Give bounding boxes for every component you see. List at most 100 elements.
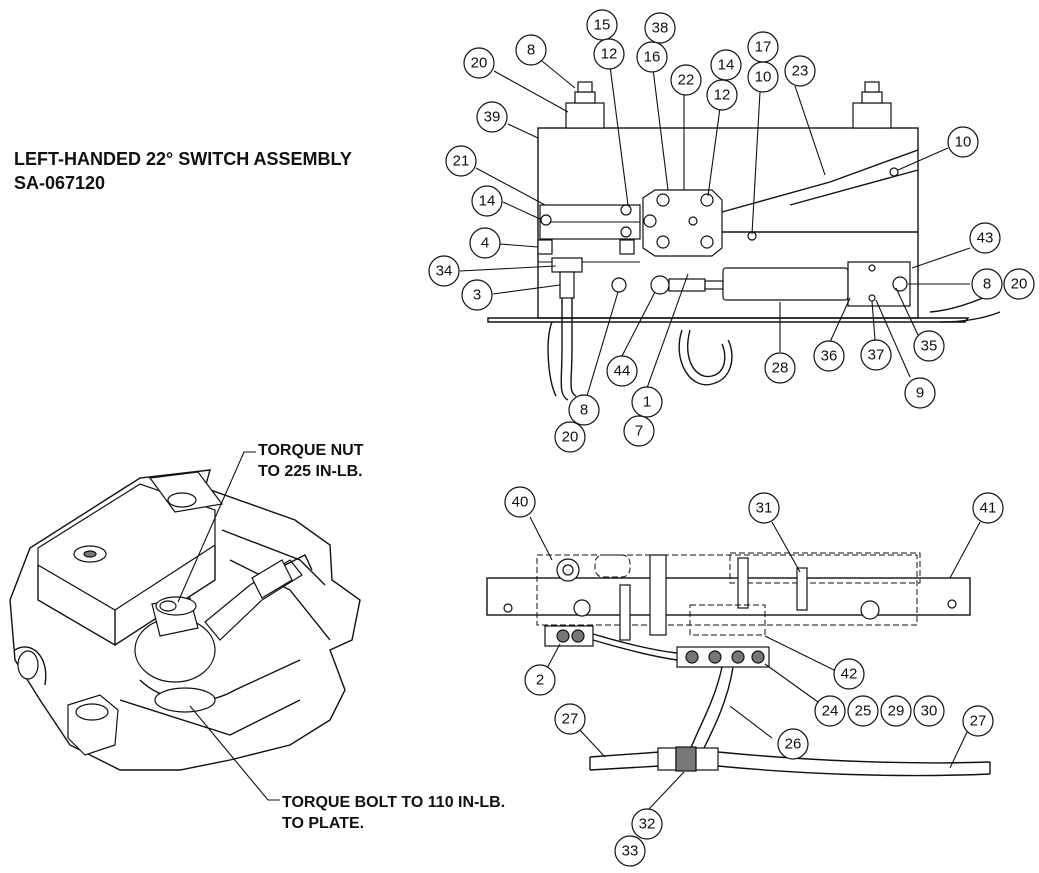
valve-port-3 xyxy=(731,650,745,664)
svg-text:1: 1 xyxy=(643,394,651,411)
top-nut-left xyxy=(574,91,596,104)
callout-10: 10 xyxy=(747,61,779,93)
callout-12: 12 xyxy=(593,38,625,70)
svg-text:20: 20 xyxy=(1011,276,1028,293)
mount-view-leaders xyxy=(529,516,981,811)
svg-text:31: 31 xyxy=(756,500,773,517)
svg-text:21: 21 xyxy=(453,153,470,170)
rod-end-44 xyxy=(650,275,670,295)
air-line-2 xyxy=(592,633,678,654)
callout-17: 17 xyxy=(747,31,779,63)
plate-bolt-2 xyxy=(860,600,880,620)
callout-43: 43 xyxy=(969,222,1001,254)
coupler-right xyxy=(695,747,719,771)
callout-12b: 12 xyxy=(706,79,738,111)
callout-34: 34 xyxy=(428,255,460,287)
callout-38: 38 xyxy=(644,12,676,44)
callout-14: 14 xyxy=(710,49,742,81)
coupler-nut xyxy=(675,746,697,772)
drawing-title: LEFT-HANDED 22° SWITCH ASSEMBLY SA-06712… xyxy=(14,147,352,195)
svg-text:2: 2 xyxy=(536,672,544,689)
rod-thread xyxy=(284,554,313,571)
hidden-manifold xyxy=(689,604,766,636)
callout-20: 20 xyxy=(463,47,495,79)
tube-27-right xyxy=(717,751,991,764)
callout-27: 27 xyxy=(554,703,586,735)
svg-text:28: 28 xyxy=(772,360,789,377)
top-stud-right xyxy=(864,81,880,93)
svg-text:8: 8 xyxy=(580,402,588,419)
top-stud-left xyxy=(577,81,593,93)
upper-block-side xyxy=(37,565,116,647)
pin-9 xyxy=(868,294,876,302)
callout-39: 39 xyxy=(476,101,508,133)
torque-bolt-leader xyxy=(189,705,280,801)
torque-nut-note: TORQUE NUT TO 225 IN-LB. xyxy=(258,440,363,482)
top-assembly-view xyxy=(487,81,1001,401)
title-line-1: LEFT-HANDED 22° SWITCH ASSEMBLY xyxy=(14,149,352,169)
fitting-3 xyxy=(559,271,575,299)
callout-3: 3 xyxy=(461,279,493,311)
side-curve xyxy=(14,646,47,686)
top-view-leaders xyxy=(459,60,971,397)
torque-nut-line-1: TORQUE NUT xyxy=(258,442,364,459)
rod-end-body xyxy=(668,278,706,292)
air-line-2b xyxy=(592,639,678,661)
svg-text:8: 8 xyxy=(983,276,991,293)
clamp-side-bolt xyxy=(643,214,657,228)
torque-nut-leader xyxy=(177,451,256,603)
callout-27b: 27 xyxy=(962,705,994,737)
callout-20c: 20 xyxy=(554,421,586,453)
callout-29: 29 xyxy=(880,695,912,727)
roller-40-hub xyxy=(562,564,574,576)
callout-30: 30 xyxy=(913,695,945,727)
svg-text:30: 30 xyxy=(921,703,938,720)
svg-text:26: 26 xyxy=(785,736,802,753)
svg-text:15: 15 xyxy=(594,17,611,34)
air-cylinder xyxy=(722,267,849,301)
hose-left-2 xyxy=(570,298,577,397)
switch-housing xyxy=(537,127,919,319)
mount-plate-view xyxy=(486,552,991,777)
note-leaders xyxy=(177,451,280,801)
callout-25: 25 xyxy=(847,695,879,727)
bolt-31 xyxy=(796,567,808,611)
plate-bolt xyxy=(573,599,591,617)
clamp-bolt-3 xyxy=(656,235,670,249)
bolt-stack-3 xyxy=(619,584,631,641)
plate-hole-2 xyxy=(947,599,957,609)
link-bolt-1 xyxy=(540,214,552,226)
lower-edge xyxy=(119,699,301,736)
block-hole-inner xyxy=(83,550,97,558)
valve-port-2 xyxy=(708,650,722,664)
callout-28: 28 xyxy=(764,352,796,384)
svg-text:7: 7 xyxy=(635,423,643,440)
svg-text:14: 14 xyxy=(479,193,496,210)
fitting-2-nut-b xyxy=(571,629,585,643)
svg-text:34: 34 xyxy=(436,263,453,280)
hose-center-2 xyxy=(687,329,726,378)
callout-8b: 8 xyxy=(971,268,1003,300)
svg-text:16: 16 xyxy=(644,49,661,66)
callout-bubbles: 8 20 15 12 38 16 22 14 12 17 10 23 39 10… xyxy=(428,9,1035,867)
nut-8 xyxy=(611,277,627,293)
svg-text:9: 9 xyxy=(916,385,924,402)
tube-27-right-b xyxy=(717,765,991,777)
callout-24: 24 xyxy=(814,695,846,727)
link-bolt-2 xyxy=(620,204,632,216)
callout-22: 22 xyxy=(670,64,702,96)
side-hole xyxy=(17,650,39,680)
bushing-34 xyxy=(551,257,583,273)
callout-4: 4 xyxy=(469,227,501,259)
svg-text:39: 39 xyxy=(484,109,501,126)
svg-text:24: 24 xyxy=(822,703,839,720)
tube-27-left xyxy=(589,751,661,758)
callout-41: 41 xyxy=(972,492,1004,524)
hose-left xyxy=(560,298,569,401)
callout-37: 37 xyxy=(860,339,892,371)
callout-35: 35 xyxy=(913,330,945,362)
svg-text:25: 25 xyxy=(855,703,872,720)
nut-35 xyxy=(892,276,908,292)
pin-37 xyxy=(868,264,876,272)
pad-hole xyxy=(167,492,197,508)
